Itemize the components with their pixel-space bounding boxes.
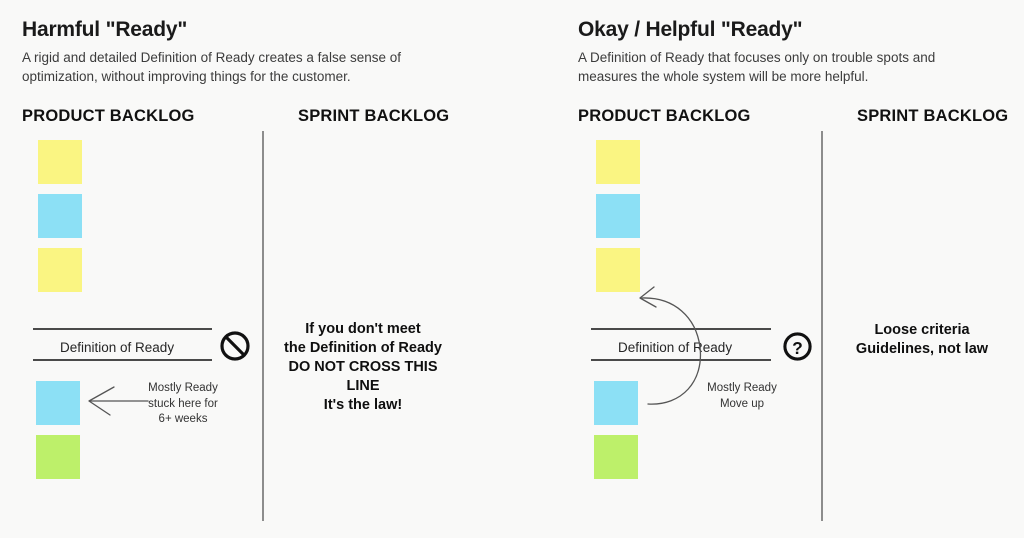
harmful-dor-line-bottom xyxy=(33,359,212,361)
harmful-dor-line-top xyxy=(33,328,212,330)
helpful-panel-title: Okay / Helpful "Ready" xyxy=(578,18,803,41)
harmful-sticky-note-2 xyxy=(38,194,82,238)
helpful-panel-divider xyxy=(821,131,823,521)
helpful-dor-line-bottom xyxy=(591,359,771,361)
helpful-panel-subtitle: A Definition of Ready that focuses only … xyxy=(578,50,936,84)
helpful-dor-label: Definition of Ready xyxy=(618,340,733,355)
question-mark-icon: ? xyxy=(783,332,812,361)
harmful-sprint-backlog-text: If you don't meet the Definition of Read… xyxy=(284,321,442,413)
harmful-sprint-backlog-label: SPRINT BACKLOG xyxy=(298,107,450,125)
harmful-note-annotation: Mostly Ready stuck here for 6+ weeks xyxy=(148,382,218,425)
harmful-sticky-note-5 xyxy=(36,435,80,479)
helpful-sprint-backlog-text: Loose criteria Guidelines, not law xyxy=(855,322,989,357)
helpful-sprint-backlog-label: SPRINT BACKLOG xyxy=(857,107,1009,125)
straight-left-arrow-icon xyxy=(88,386,149,416)
prohibition-icon xyxy=(220,331,250,361)
helpful-sticky-note-1 xyxy=(596,140,640,184)
helpful-sticky-note-2 xyxy=(596,194,640,238)
helpful-sticky-note-5 xyxy=(594,435,638,479)
harmful-panel-title: Harmful "Ready" xyxy=(22,18,188,41)
svg-text:?: ? xyxy=(792,338,803,358)
helpful-sticky-note-4 xyxy=(594,381,638,425)
helpful-product-backlog-label: PRODUCT BACKLOG xyxy=(578,107,751,125)
harmful-product-backlog-label: PRODUCT BACKLOG xyxy=(22,107,195,125)
helpful-dor-line-top xyxy=(591,328,771,330)
harmful-sticky-note-3 xyxy=(38,248,82,292)
harmful-dor-label: Definition of Ready xyxy=(60,340,175,355)
harmful-panel-subtitle: A rigid and detailed Definition of Ready… xyxy=(22,50,401,84)
harmful-sticky-note-1 xyxy=(38,140,82,184)
curved-up-arrow-icon xyxy=(639,286,702,405)
helpful-note-annotation: Mostly Ready Move up xyxy=(707,382,777,410)
harmful-panel-divider xyxy=(262,131,264,521)
harmful-sticky-note-4 xyxy=(36,381,80,425)
helpful-sticky-note-3 xyxy=(596,248,640,292)
